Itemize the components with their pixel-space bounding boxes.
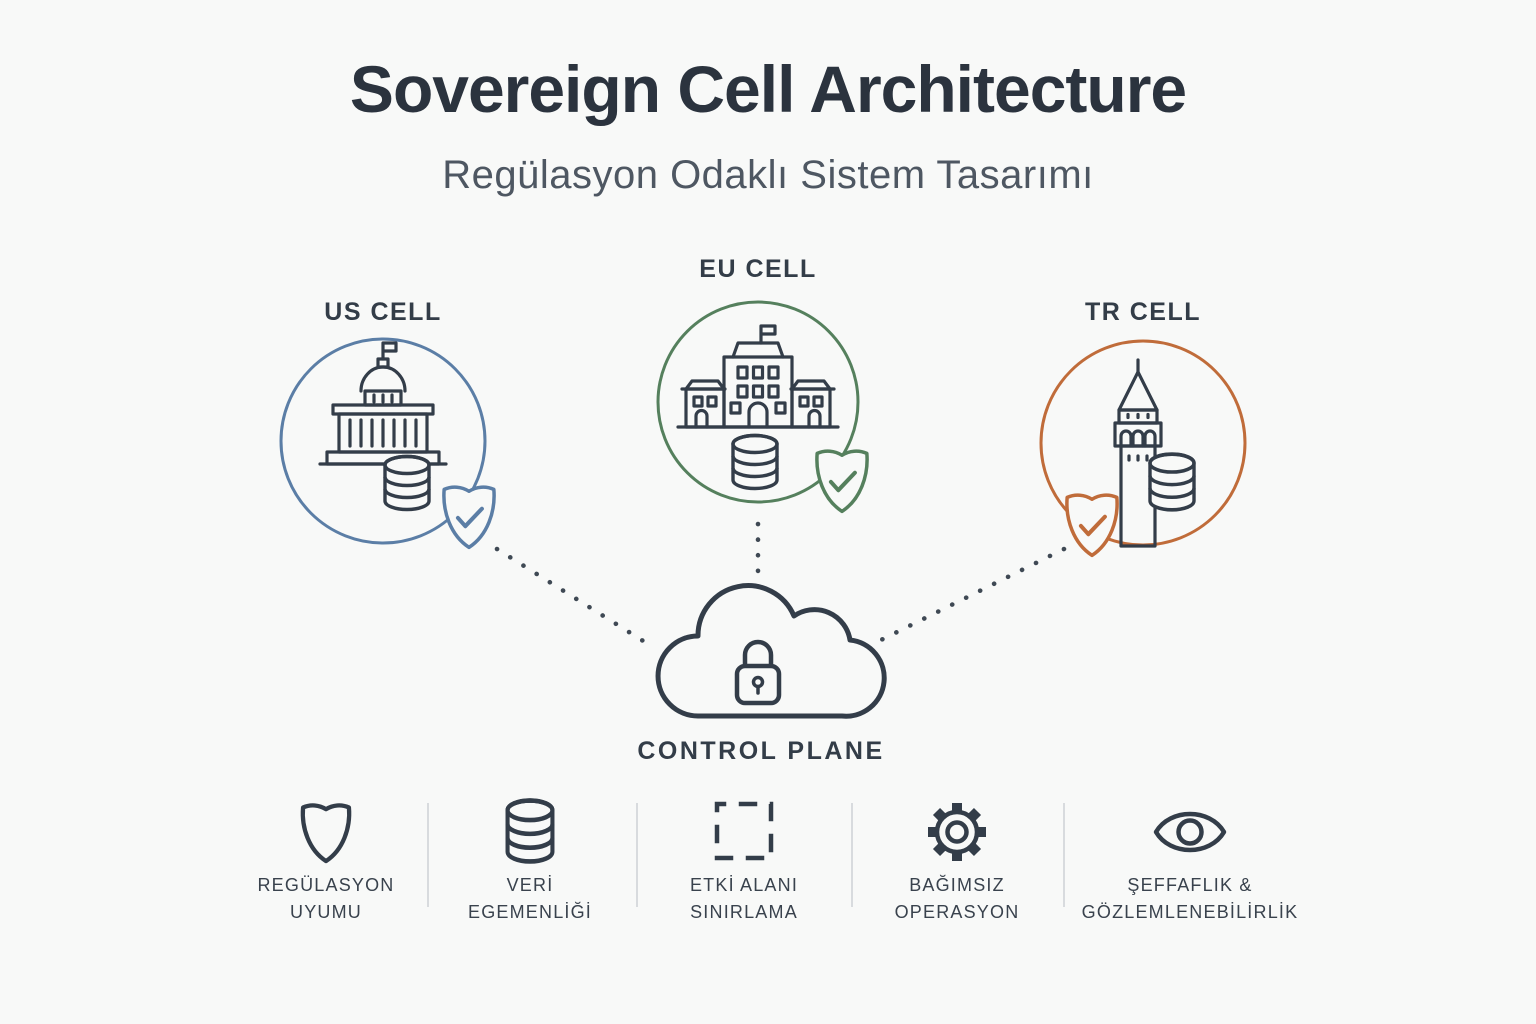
feature-label-line1: ETKİ ALANI: [689, 875, 799, 895]
feature-divider: [1063, 803, 1065, 907]
us-cell-circle: [279, 337, 487, 545]
gear-icon: [928, 803, 986, 861]
feature-label-line1: BAĞIMSIZ: [909, 875, 1005, 895]
feature-regulation-compliance: REGÜLASYON UYUMU: [257, 872, 394, 926]
feature-label-line1: REGÜLASYON: [257, 875, 395, 895]
database-icon: [508, 801, 553, 862]
eu-database-icon: [731, 433, 779, 491]
feature-transparency-observability: ŞEFFAFLIK & GÖZLEMLENEBİLİRLİK: [1082, 872, 1299, 926]
galata-tower-icon: [1113, 358, 1163, 548]
feature-blast-radius-limiting: ETKİ ALANI SINIRLAMA: [690, 872, 798, 926]
page-title: Sovereign Cell Architecture: [349, 52, 1187, 126]
feature-independent-operation: BAĞIMSIZ OPERASYON: [895, 872, 1020, 926]
tr-shield-check-icon: [1065, 493, 1119, 558]
shield-icon: [303, 805, 349, 861]
feature-label-line2: EGEMENLİĞİ: [467, 902, 593, 922]
feature-label-line1: VERİ: [506, 875, 554, 895]
dashed-boundary-icon: [714, 801, 774, 861]
feature-data-sovereignty: VERİ EGEMENLİĞİ: [468, 872, 592, 926]
us-cell-label: US CELL: [324, 298, 442, 326]
page-subtitle: Regülasyon Odaklı Sistem Tasarımı: [442, 153, 1094, 197]
eu-cell-circle: [656, 300, 860, 504]
feature-divider: [427, 803, 429, 907]
connector-tr-to-control-plane: [870, 546, 1067, 647]
capitol-building-icon: [318, 341, 448, 466]
eye-icon: [1153, 811, 1227, 853]
feature-label-line2: UYUMU: [289, 902, 362, 922]
us-database-icon: [383, 454, 431, 512]
control-plane-label: CONTROL PLANE: [637, 737, 885, 765]
connector-us-to-control-plane: [494, 546, 651, 647]
eu-shield-check-icon: [815, 449, 869, 514]
eu-cell-label: EU CELL: [699, 255, 817, 283]
tr-database-icon: [1148, 452, 1196, 512]
feature-label-line1: ŞEFFAFLIK &: [1127, 875, 1253, 895]
feature-label-line2: GÖZLEMLENEBİLİRLİK: [1081, 902, 1299, 922]
feature-divider: [636, 803, 638, 907]
parliament-building-icon: [676, 324, 840, 429]
feature-divider: [851, 803, 853, 907]
tr-cell-label: TR CELL: [1084, 298, 1202, 326]
lock-icon: [734, 639, 782, 706]
us-shield-check-icon: [442, 485, 496, 550]
feature-label-line2: OPERASYON: [894, 902, 1020, 922]
feature-label-line2: SINIRLAMA: [690, 902, 798, 922]
